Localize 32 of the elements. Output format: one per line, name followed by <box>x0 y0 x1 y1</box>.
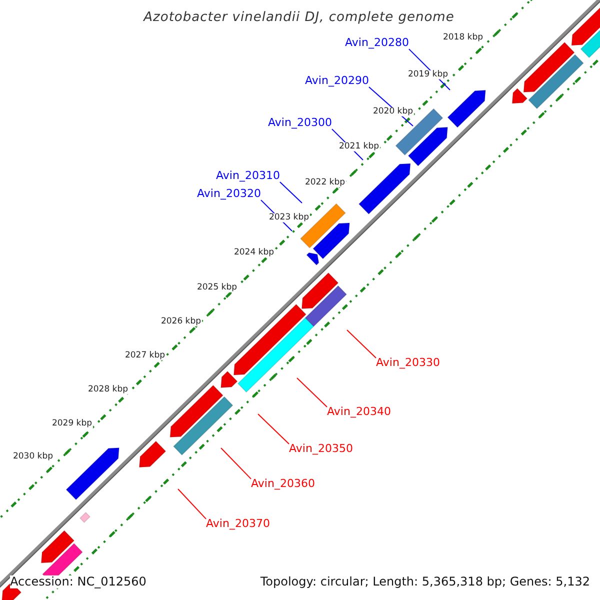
gene-label: Avin_20290 <box>305 74 369 88</box>
scale-label: 2028 kbp <box>86 385 130 395</box>
gene-label: Avin_20300 <box>268 116 332 130</box>
gene-label: Avin_20370 <box>206 518 270 530</box>
accession-text: Accession: NC_012560 <box>10 575 146 589</box>
title: Azotobacter vinelandii DJ, complete genome <box>144 10 454 26</box>
scale-label: 2018 kbp <box>442 33 484 43</box>
gene-label: Avin_20310 <box>216 170 280 182</box>
gene-label: Avin_20340 <box>327 406 391 418</box>
leader-line <box>258 414 290 444</box>
scale-label: 2023 kbp <box>268 213 310 223</box>
gene-label: Avin_20350 <box>289 442 353 456</box>
scale-label: 2020 kbp <box>372 107 414 117</box>
scale-label: 2030 kbp <box>12 452 54 462</box>
scale-label: 2021 kbp <box>338 142 380 152</box>
gene-label: Avin_20330 <box>376 356 440 370</box>
scale-label: 2019 kbp <box>406 70 450 80</box>
leader-line <box>220 448 252 480</box>
gene-label: Avin_20360 <box>251 478 315 490</box>
leader-line <box>279 182 302 204</box>
gene-label: Avin_20320 <box>197 188 261 200</box>
leader-line <box>346 330 377 358</box>
scale-label: 2026 kbp <box>160 317 202 327</box>
leader-line <box>296 378 328 408</box>
scale-label: 2022 kbp <box>304 178 346 188</box>
scale-label: 2027 kbp <box>124 351 166 361</box>
scale-label: 2029 kbp <box>50 419 94 429</box>
gene-label: Avin_20280 <box>345 36 409 50</box>
leader-line <box>178 488 207 520</box>
scale-label: 2024 kbp <box>232 248 276 258</box>
scale-label: 2025 kbp <box>196 283 238 293</box>
genome-info-text: Topology: circular; Length: 5,365,318 bp; Genes: 5,132 <box>260 575 590 589</box>
